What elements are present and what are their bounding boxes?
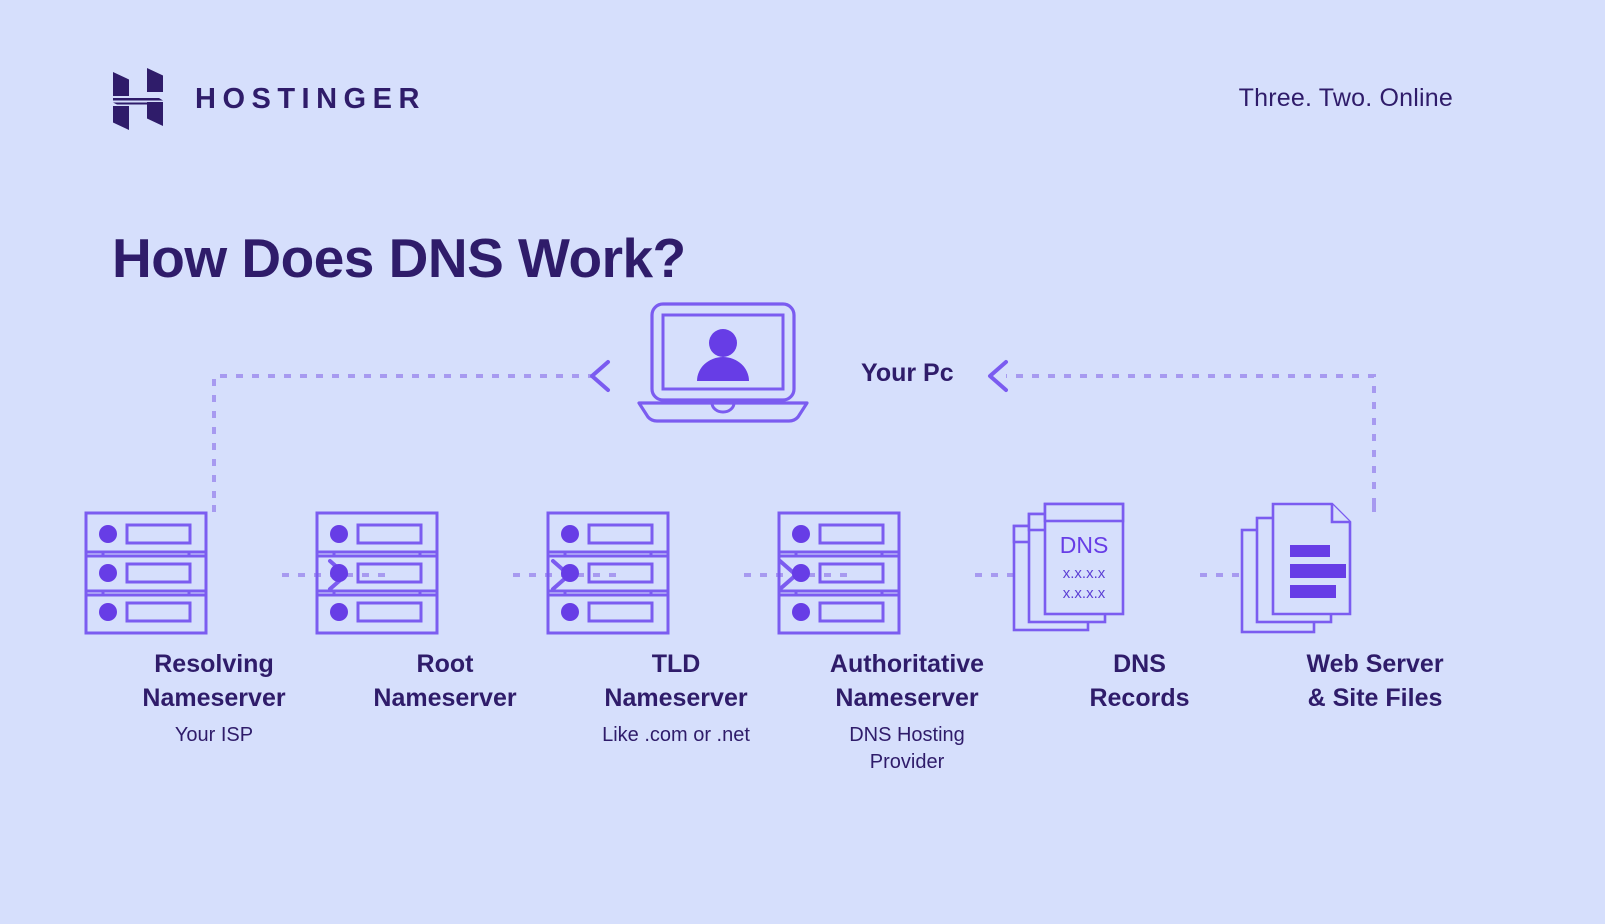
node-sublabel: Like .com or .net	[602, 723, 750, 746]
node-label: DNS Records	[1089, 650, 1190, 712]
hostinger-h-logo-icon	[113, 68, 163, 130]
node-label: Authoritative Nameserver	[829, 650, 985, 712]
page-title: How Does DNS Work?	[112, 226, 686, 289]
node-label: Resolving Nameserver	[142, 650, 286, 712]
server-stack-icon	[78, 511, 350, 635]
brand-wordmark: HOSTINGER	[195, 82, 426, 115]
dns-card-title: DNS	[1060, 532, 1109, 558]
web-files-icon	[1240, 502, 1510, 634]
your-pc-label: Your Pc	[861, 359, 954, 387]
wire-laptop-to-resolving	[212, 374, 595, 505]
node-label: Root Nameserver	[373, 650, 517, 712]
server-stack-icon	[540, 511, 812, 635]
server-stack-icon	[309, 511, 581, 635]
node-authoritative-nameserver: Authoritative Nameserver DNS Hosting Pro…	[771, 511, 1043, 776]
arrow-right-to-laptop	[988, 360, 1008, 392]
header: HOSTINGER Three. Two. Online	[0, 0, 1605, 160]
node-tld-nameserver: TLD Nameserver Like .com or .net	[540, 511, 812, 749]
laptop-with-user-icon	[633, 300, 973, 425]
node-resolving-nameserver: Resolving Nameserver Your ISP	[78, 511, 350, 749]
arrow-left-to-laptop	[590, 360, 610, 392]
node-sublabel: Your ISP	[174, 723, 254, 746]
dns-card-line1: x.x.x.x	[1063, 565, 1106, 582]
server-stack-icon	[771, 511, 1043, 635]
brand-tagline: Three. Two. Online	[1238, 84, 1453, 112]
node-label: TLD Nameserver	[604, 650, 748, 712]
dns-flow-diagram: Your Pc	[0, 300, 1605, 860]
node-your-pc	[633, 300, 973, 425]
dns-records-icon: DNS x.x.x.x x.x.x.x	[1012, 502, 1267, 634]
node-sublabel: DNS Hosting Provider	[849, 723, 965, 773]
dns-card-line2: x.x.x.x	[1063, 585, 1106, 602]
wire-webserver-to-laptop	[1006, 374, 1376, 505]
node-label: Web Server & Site Files	[1306, 650, 1444, 712]
node-web-server-site-files: Web Server & Site Files	[1240, 502, 1510, 722]
node-root-nameserver: Root Nameserver	[309, 511, 581, 722]
node-dns-records: DNS x.x.x.x x.x.x.x DNS Records	[1012, 502, 1267, 722]
brand-logo: HOSTINGER	[113, 68, 426, 130]
